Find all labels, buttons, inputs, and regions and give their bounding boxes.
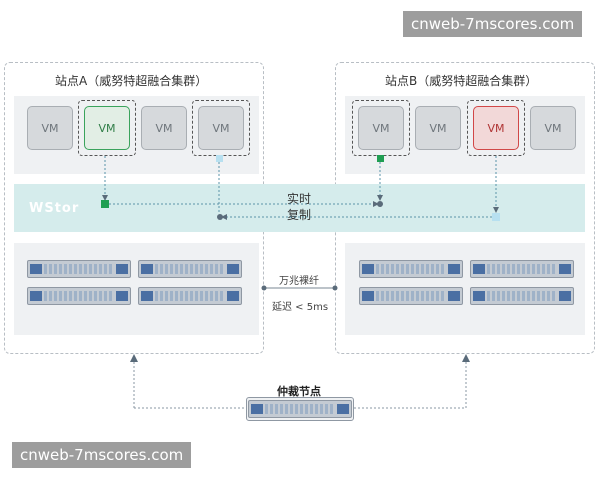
fiber-link-dot-a [261, 285, 267, 291]
site-b-vm-1[interactable]: VM [358, 106, 404, 150]
site-b-server-4 [470, 287, 574, 305]
arbiter-arrow-b-icon [462, 354, 470, 362]
replication-end-dot-b [377, 201, 383, 207]
replication-label-realtime: 实时 [287, 192, 312, 206]
wstor-band [14, 184, 585, 232]
site-a-server-3 [27, 287, 131, 305]
site-b-vm-3-active[interactable]: VM [473, 106, 519, 150]
arbiter-arrow-a-icon [130, 354, 138, 362]
watermark-top: cnweb-7mscores.com [403, 11, 583, 37]
site-b-title: 站点B（威努特超融合集群） [385, 74, 538, 88]
link-label-fiber: 万兆裸纤 [279, 276, 319, 287]
link-label-latency: 延迟 < 5ms [272, 302, 329, 313]
site-a-vm-4-marker [216, 155, 223, 162]
site-a-server-2 [138, 260, 242, 278]
site-a-write-marker [101, 200, 109, 208]
site-a-vm-1[interactable]: VM [27, 106, 73, 150]
arbiter-node-server[interactable] [248, 400, 352, 418]
watermark-bottom: cnweb-7mscores.com [12, 442, 192, 468]
site-b-server-2 [470, 260, 574, 278]
replication-label-copy: 复制 [287, 208, 312, 222]
site-a-vm-2-active[interactable]: VM [84, 106, 130, 150]
site-b-write-marker [492, 213, 500, 221]
site-b-vm-3-frame [467, 100, 525, 156]
site-a-server-4 [138, 287, 242, 305]
wstor-label: WStor [29, 201, 80, 216]
site-b-vm-4[interactable]: VM [530, 106, 576, 150]
site-a-vm-4[interactable]: VM [198, 106, 244, 150]
site-b-server-3 [359, 287, 463, 305]
replication-end-dot-a [217, 214, 223, 220]
arbiter-label: 仲裁节点 [277, 385, 321, 398]
fiber-link-dot-b [332, 285, 338, 291]
site-a-vm-2-frame [78, 100, 136, 156]
site-b-server-1 [359, 260, 463, 278]
site-b-vm-2[interactable]: VM [415, 106, 461, 150]
site-a-title: 站点A（威努特超融合集群） [55, 74, 208, 88]
site-a-vm-3[interactable]: VM [141, 106, 187, 150]
site-a-server-1 [27, 260, 131, 278]
site-b-vm-1-marker [377, 155, 384, 162]
